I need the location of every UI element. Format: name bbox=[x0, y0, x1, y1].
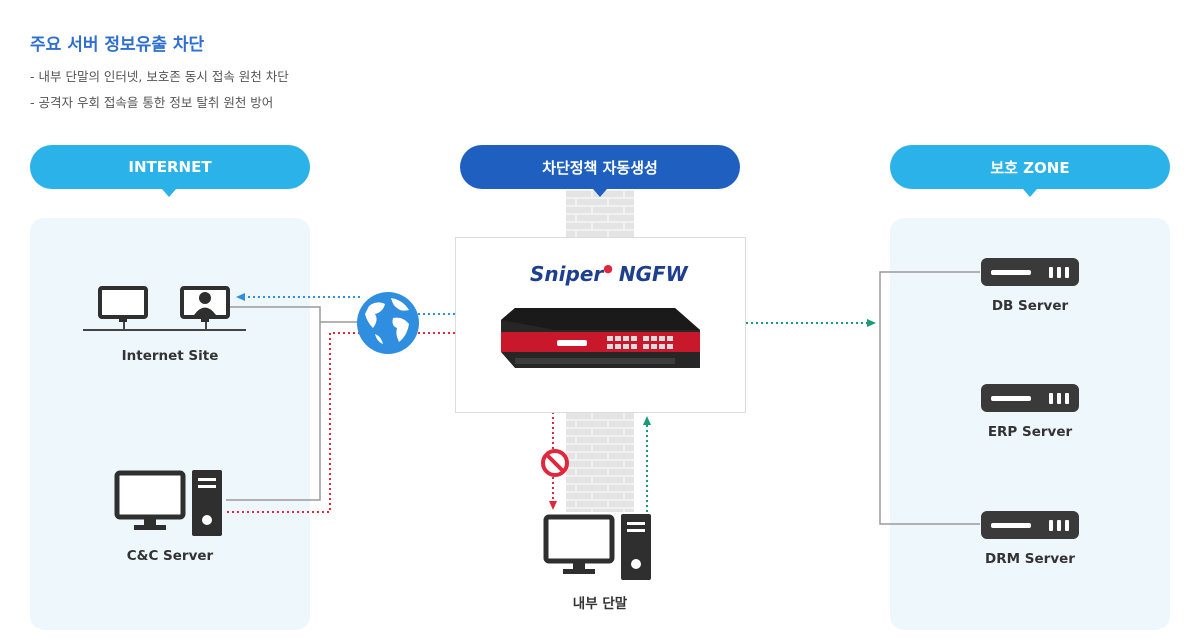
desktop-tower-icon bbox=[543, 514, 651, 580]
internet-zone-label: INTERNET bbox=[30, 145, 310, 189]
brick-wall-icon bbox=[566, 412, 634, 512]
desktop-tower-icon bbox=[114, 470, 222, 536]
drm-server-label: DRM Server bbox=[985, 551, 1075, 567]
server-icon bbox=[981, 258, 1079, 286]
internet-panel bbox=[30, 218, 310, 630]
firewall-appliance-icon bbox=[501, 308, 700, 368]
firewall-logo: Sniper● NGFW bbox=[530, 262, 688, 288]
pill-pointer bbox=[593, 189, 607, 197]
brick-wall-icon bbox=[566, 190, 634, 238]
policy-label: 차단정책 자동생성 bbox=[460, 145, 740, 189]
protect-zone-panel bbox=[890, 218, 1170, 630]
pill-pointer bbox=[162, 189, 176, 197]
server-icon bbox=[981, 384, 1079, 412]
cc-server-label: C&C Server bbox=[126, 548, 214, 564]
monitor-icon bbox=[98, 286, 148, 322]
logo-mark: ● bbox=[603, 262, 613, 275]
protect-zone-label: 보호 ZONE bbox=[890, 145, 1170, 189]
server-icon bbox=[981, 511, 1079, 539]
bullet-1: - 내부 단말의 인터넷, 보호존 동시 접속 원천 차단 bbox=[30, 69, 289, 84]
internal-terminal-label: 내부 단말 bbox=[572, 596, 628, 612]
erp-server-label: ERP Server bbox=[987, 424, 1073, 440]
internet-site-label: Internet Site bbox=[121, 348, 219, 364]
page-title: 주요 서버 정보유출 차단 bbox=[30, 35, 205, 55]
globe-icon bbox=[357, 292, 419, 354]
db-server-label: DB Server bbox=[991, 298, 1069, 314]
hacker-monitor-icon bbox=[180, 286, 230, 322]
bullet-2: - 공격자 우회 접속을 통한 정보 탈취 원천 방어 bbox=[30, 95, 274, 110]
pill-pointer bbox=[1023, 189, 1037, 197]
logo-product: NGFW bbox=[618, 262, 688, 286]
block-icon bbox=[541, 449, 569, 477]
logo-brand: Sniper bbox=[530, 262, 604, 286]
